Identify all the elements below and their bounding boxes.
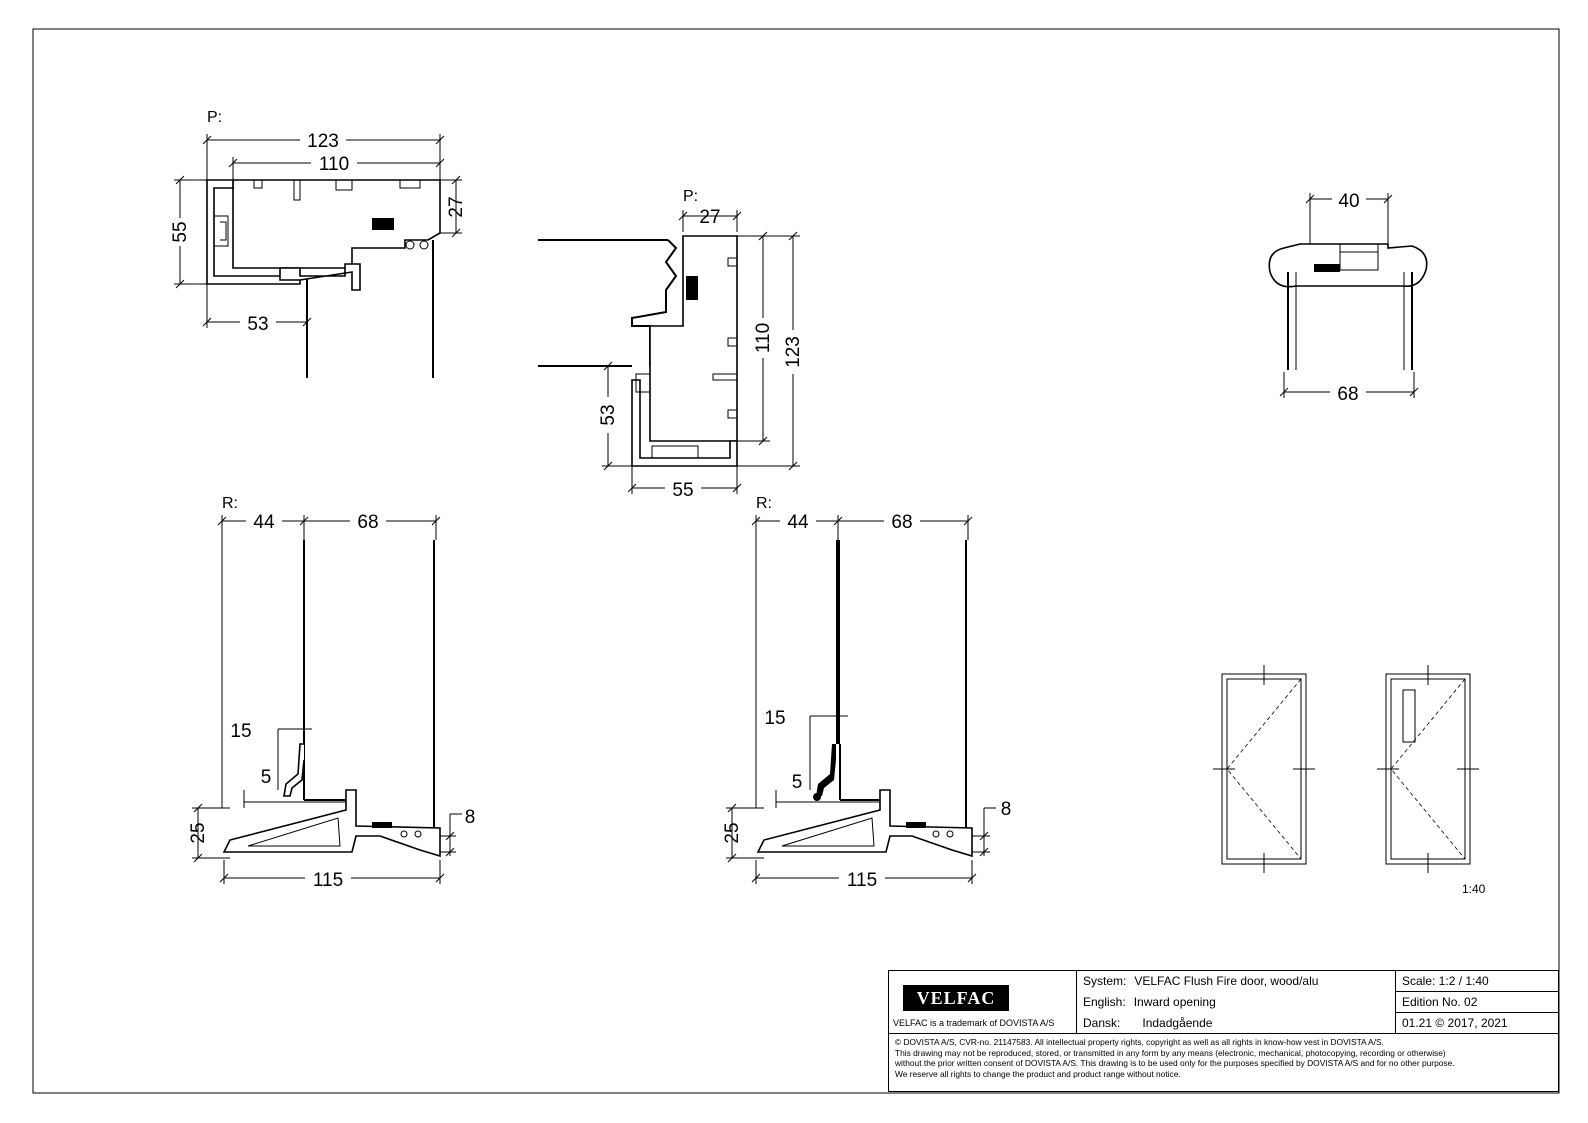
dim-jamb-27: 27 (699, 207, 720, 228)
jamb-section-label: P: (683, 188, 698, 205)
title-block: VELFAC VELFAC is a trademark of DOVISTA … (888, 970, 1559, 1092)
edition-text: Edition No. 02 (1396, 992, 1558, 1013)
dim-jamb-110: 110 (753, 323, 774, 353)
head-section: P: 123 110 55 27 53 (168, 109, 467, 378)
sill-section-left: R: 44 68 15 5 25 (188, 495, 475, 891)
elevation-right (1377, 665, 1479, 873)
sill-right-label: R: (756, 495, 772, 512)
dim-sill-left-115: 115 (313, 870, 343, 891)
head-section-label: P: (207, 109, 222, 126)
english-row: English:Inward opening (1077, 992, 1395, 1013)
system-value: VELFAC Flush Fire door, wood/alu (1134, 974, 1319, 988)
title-block-meta: Scale: 1:2 / 1:40 Edition No. 02 01.21 ©… (1395, 971, 1558, 1034)
jamb-section: P: 27 110 123 53 (538, 188, 804, 501)
head-seal (372, 218, 394, 230)
dim-head-55: 55 (170, 221, 191, 242)
title-block-logo-cell: VELFAC VELFAC is a trademark of DOVISTA … (889, 971, 1077, 1034)
sill-left-drip (283, 743, 305, 797)
dim-jamb-55: 55 (672, 480, 693, 501)
dim-sill-left-68: 68 (357, 512, 378, 533)
dim-sill-left-5: 5 (261, 767, 272, 788)
sill-right-door-leaf (836, 540, 840, 744)
velfac-logo: VELFAC (903, 985, 1009, 1011)
mullion-cover (1268, 243, 1428, 288)
jamb-seal (686, 276, 698, 300)
elevation-scale: 1:40 (1462, 882, 1486, 896)
dim-jamb-123: 123 (783, 336, 804, 368)
elevation-left (1213, 665, 1315, 873)
dim-sill-right-8: 8 (1001, 799, 1012, 820)
scale-text: Scale: 1:2 / 1:40 (1396, 971, 1558, 992)
sill-section-right: R: 44 68 15 5 25 (722, 495, 1011, 891)
dim-sill-right-44: 44 (787, 512, 809, 533)
copyright-line: This drawing may not be reproduced, stor… (895, 1047, 1446, 1058)
dim-jamb-53: 53 (598, 404, 619, 425)
dim-head-27: 27 (446, 196, 467, 217)
dim-sill-right-115: 115 (847, 870, 877, 891)
head-alu-cladding (206, 179, 301, 285)
dim-head-110: 110 (319, 154, 349, 175)
dansk-row: Dansk:Indadgående (1077, 1013, 1395, 1034)
dim-sill-right-15: 15 (764, 708, 785, 729)
dim-sill-left-25: 25 (188, 822, 209, 843)
sill-right-drip (816, 744, 836, 796)
dim-sill-right-68: 68 (891, 512, 912, 533)
sill-left-label: R: (222, 495, 238, 512)
system-row: System:VELFAC Flush Fire door, wood/alu (1077, 971, 1395, 992)
sheet-border (32, 28, 1560, 1094)
dim-sill-left-44: 44 (253, 512, 275, 533)
jamb-alu-cladding (631, 379, 738, 467)
copyright-notice: © DOVISTA A/S, CVR-no. 21147583. All int… (889, 1034, 1558, 1091)
mullion-section: 40 68 (1268, 189, 1428, 405)
jamb-frame-profile (649, 235, 738, 442)
sill-right-threshold (756, 789, 973, 858)
dim-head-123: 123 (307, 131, 339, 152)
dim-sill-left-8: 8 (465, 807, 476, 828)
dim-head-53: 53 (247, 314, 268, 335)
copyright-line: We reserve all rights to change the prod… (895, 1068, 1181, 1079)
vision-panel (1402, 689, 1416, 743)
sill-left-threshold (222, 789, 441, 858)
dim-sill-left-15: 15 (230, 721, 251, 742)
english-value: Inward opening (1133, 995, 1216, 1009)
dim-mullion-40: 40 (1338, 191, 1359, 212)
date-text: 01.21 © 2017, 2021 (1402, 1016, 1508, 1030)
dim-sill-right-5: 5 (792, 772, 803, 793)
copyright-line: without the prior written consent of DOV… (895, 1058, 1455, 1068)
title-block-description: System:VELFAC Flush Fire door, wood/alu … (1077, 971, 1395, 1034)
trademark-note: VELFAC is a trademark of DOVISTA A/S (893, 1018, 1055, 1028)
copyright-line: © DOVISTA A/S, CVR-no. 21147583. All int… (895, 1037, 1384, 1047)
dim-sill-right-25: 25 (722, 822, 743, 843)
dim-mullion-68: 68 (1337, 384, 1358, 405)
dansk-value: Indadgående (1142, 1016, 1213, 1030)
head-frame-profile (232, 179, 441, 269)
